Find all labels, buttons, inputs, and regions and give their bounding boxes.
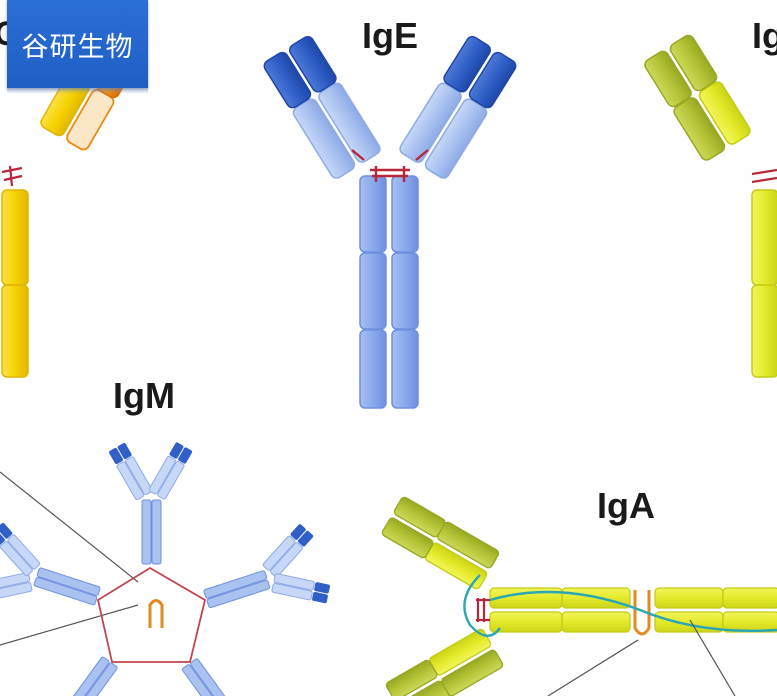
igm-antibody: IgM — [0, 375, 330, 696]
igd-antibody: Ig — [644, 15, 777, 378]
iga-label: IgA — [597, 485, 655, 526]
ige-label: IgE — [362, 15, 418, 56]
iga-antibody: IgA — [381, 485, 777, 696]
watermark-logo: 谷研生物 — [7, 0, 148, 94]
igd-label-edge: Ig — [752, 15, 777, 56]
ige-antibody: IgE — [263, 15, 517, 409]
igm-label: IgM — [113, 375, 175, 416]
